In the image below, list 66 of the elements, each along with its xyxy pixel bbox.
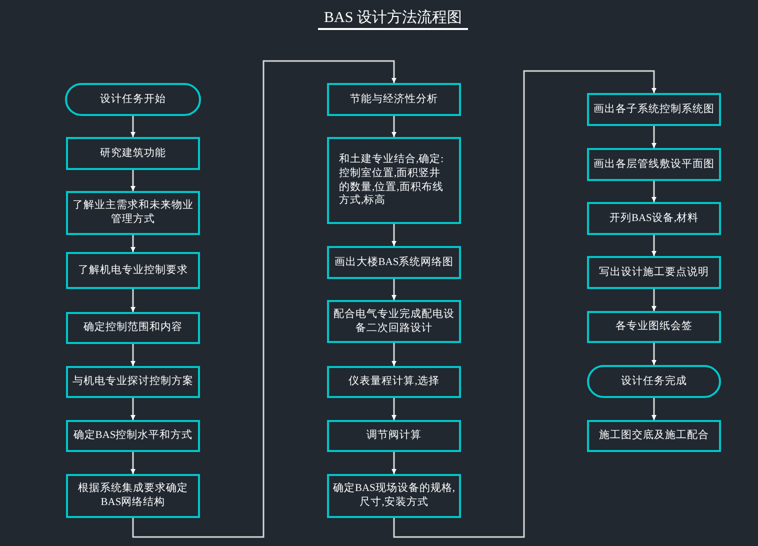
process-box [327, 83, 461, 116]
arrow [132, 60, 396, 538]
process-box [327, 420, 461, 452]
node-text: 根据系统集成要求确定BAS网络结构 [77, 482, 189, 510]
node-text: 和土建专业结合,确定:控制室位置,面积竖井的数量,位置,面积布线方式,标高 [339, 153, 445, 208]
arrow [130, 344, 136, 366]
node-text: 配合电气专业完成配电设备二次回路设计 [332, 308, 456, 336]
node-text: 开列BAS设备,材料 [609, 212, 699, 226]
process-box [587, 148, 721, 181]
terminal-node [587, 365, 721, 398]
node-text: 确定BAS控制水平和方式 [73, 429, 193, 443]
arrow [652, 181, 656, 202]
arrow [652, 343, 656, 365]
node-text: 设计任务开始 [100, 92, 166, 106]
arrow [130, 235, 136, 252]
diagram-title: BAS 设计方法流程图 [318, 8, 468, 30]
arrow [130, 289, 136, 312]
arrow [392, 116, 396, 137]
arrow [652, 398, 656, 420]
arrow [130, 170, 136, 191]
node-text: 与机电专业探讨控制方案 [72, 375, 194, 389]
arrow [392, 398, 396, 420]
node-text: 研究建筑功能 [100, 146, 166, 160]
arrow [392, 279, 396, 300]
process-box [66, 366, 200, 398]
node-text: 了解机电专业控制要求 [78, 264, 188, 278]
arrow [652, 289, 656, 311]
node-text: 设计任务完成 [621, 374, 687, 388]
process-box [66, 312, 200, 344]
node-text: 调节阀计算 [366, 429, 422, 443]
arrow [392, 452, 396, 474]
node-text: 画出各层管线敷设平面图 [594, 158, 714, 172]
node-text: 了解业主需求和未来物业管理方式 [72, 199, 194, 227]
process-box [327, 246, 461, 279]
process-box [587, 420, 721, 452]
process-box [327, 474, 461, 518]
arrow [392, 224, 396, 246]
process-box [327, 137, 461, 224]
process-box [587, 93, 721, 126]
node-text: 施工图交底及施工配合 [599, 429, 709, 443]
node-text: 确定控制范围和内容 [84, 321, 182, 335]
process-box [587, 311, 721, 343]
node-text: 确定BAS现场设备的规格,尺寸,安装方式 [332, 482, 456, 510]
arrow [130, 116, 136, 137]
process-box [66, 137, 200, 170]
arrow [652, 235, 656, 256]
node-text: 仪表量程计算,选择 [348, 375, 440, 389]
terminal-node [65, 83, 201, 116]
process-box [587, 202, 721, 235]
arrow [393, 70, 656, 538]
process-box [66, 191, 200, 235]
process-box [587, 256, 721, 289]
arrow [652, 126, 656, 148]
node-text: 画出大楼BAS系统网络图 [334, 256, 454, 270]
node-text: 画出各子系统控制系统图 [594, 102, 714, 116]
node-text: 各专业图纸会签 [616, 320, 692, 334]
arrow [392, 343, 396, 366]
node-text: 写出设计施工要点说明 [599, 266, 709, 280]
arrow [130, 398, 136, 420]
process-box [327, 366, 461, 398]
process-box [66, 420, 200, 452]
process-box [66, 252, 200, 289]
arrow [130, 452, 136, 474]
node-text: 节能与经济性分析 [350, 92, 438, 106]
process-box [66, 474, 200, 518]
process-box [327, 300, 461, 343]
